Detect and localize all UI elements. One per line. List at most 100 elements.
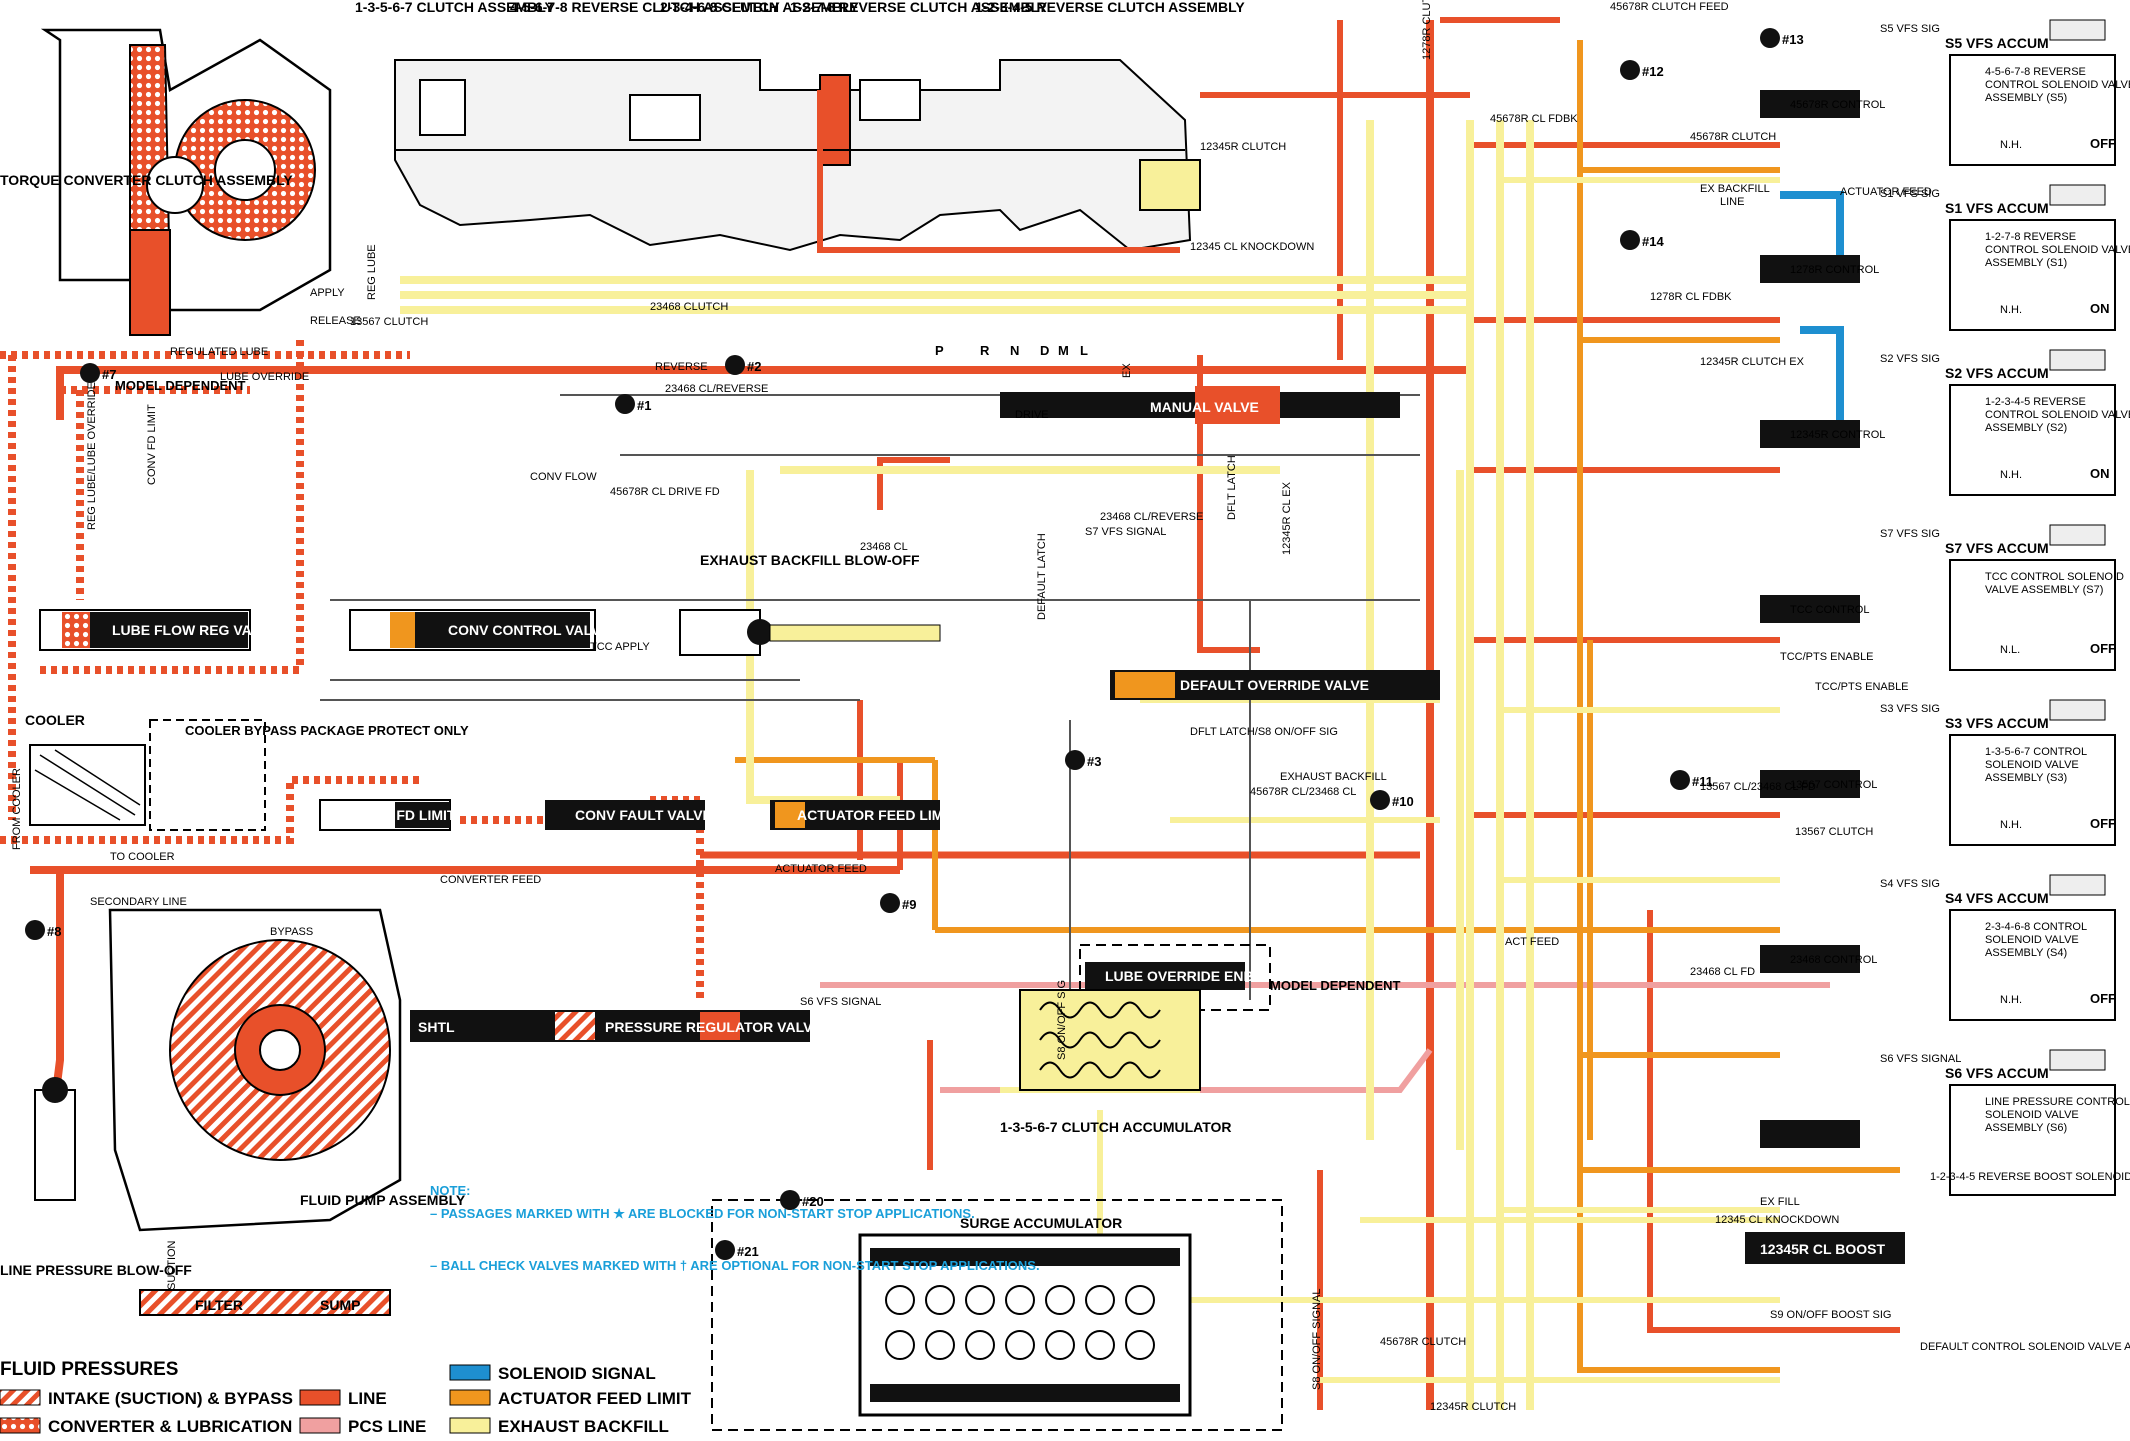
signal-label-4: S7 VFS SIG bbox=[1880, 528, 1940, 540]
passage-label-49: S8 ON/OFF SIG bbox=[1056, 980, 1068, 1060]
check-ball-13: #13 bbox=[1760, 28, 1804, 48]
exhaust-backfill-blowoff: EXHAUST BACKFILL BLOW-OFF bbox=[679, 552, 941, 656]
cooler: COOLER bbox=[25, 712, 146, 826]
accumulator-spring-2 bbox=[2049, 184, 2106, 206]
signal-label-2: S1 VFS SIG bbox=[1880, 188, 1940, 200]
svg-text:SUMP: SUMP bbox=[320, 1297, 360, 1313]
svg-text:P: P bbox=[935, 343, 944, 358]
solenoid-body-6 bbox=[1949, 909, 2116, 1021]
accumulator-spring-7 bbox=[2049, 1049, 2106, 1071]
passage-label-28: DFLT LATCH/S8 ON/OFF SIG bbox=[1190, 726, 1338, 738]
assembly-label-7-2: ASSEMBLY (S6) bbox=[1985, 1122, 2067, 1134]
passage-label-4: 45678R CL FDBK bbox=[1490, 113, 1578, 125]
svg-text:R: R bbox=[980, 343, 990, 358]
passage-label-25: TCC APPLY bbox=[590, 641, 650, 653]
passage-label-31: 13567 CL/23468 CL FD bbox=[1700, 781, 1816, 793]
passage-label-50: REG LUBE/LUBE OVERRIDE bbox=[86, 382, 98, 530]
boost-solenoid-label: 1-2-3-4-5 REVERSE BOOST SOLENOID (S9) bbox=[1930, 1171, 2130, 1183]
nh-label-4: N.L. bbox=[2000, 644, 2020, 656]
passage-label-48: S9 ON/OFF BOOST SIG bbox=[1770, 1309, 1891, 1321]
assembly-label-3-2: ASSEMBLY (S2) bbox=[1985, 422, 2067, 434]
reg-lube-passage: REG LUBE bbox=[366, 244, 378, 300]
legend: FLUID PRESSURES INTAKE (SUCTION) & BYPAS… bbox=[0, 1359, 692, 1436]
state-label-2: ON bbox=[2090, 301, 2110, 316]
accum-label-6: S4 VFS ACCUM bbox=[1945, 890, 2049, 906]
legend-item-pcs-line: PCS LINE bbox=[299, 1417, 426, 1436]
svg-text:MANUAL VALVE: MANUAL VALVE bbox=[1150, 399, 1259, 415]
passage-label-22: 23468 CL bbox=[860, 541, 908, 553]
passage-label-21: S7 VFS SIGNAL bbox=[1085, 526, 1166, 538]
state-label-1: OFF bbox=[2090, 136, 2116, 151]
note-title: NOTE: bbox=[430, 1183, 470, 1198]
passage-label-43: SUCTION bbox=[166, 1240, 178, 1290]
accum-label-3: S2 VFS ACCUM bbox=[1945, 365, 2049, 381]
solenoid-spool-6 bbox=[1760, 945, 1860, 973]
check-ball-14: #14 bbox=[1620, 230, 1664, 250]
clutch-labels: 1-3-5-6-7 CLUTCH ASSEMBLY 4-5-6-7-8 REVE… bbox=[355, 0, 1245, 15]
valve-actuator-feed-limit: ACTUATOR FEED LIMIT bbox=[770, 800, 956, 830]
check-ball-11: #11 bbox=[1670, 770, 1713, 790]
assembly-label-1-1: CONTROL SOLENOID VALVE bbox=[1985, 79, 2130, 91]
check-ball-12: #12 bbox=[1620, 60, 1664, 80]
svg-text:D: D bbox=[1040, 343, 1049, 358]
control-label-3: 12345R CONTROL bbox=[1790, 429, 1885, 441]
svg-text:EXHAUST BACKFILL: EXHAUST BACKFILL bbox=[498, 1417, 669, 1436]
state-label-6: OFF bbox=[2090, 991, 2116, 1006]
note-block: NOTE: – PASSAGES MARKED WITH ★ ARE BLOCK… bbox=[430, 1183, 1040, 1273]
svg-text:FLUID PUMP ASSEMBLY: FLUID PUMP ASSEMBLY bbox=[300, 1192, 466, 1208]
passage-lines bbox=[0, 17, 1900, 1410]
svg-text:#3: #3 bbox=[1087, 754, 1101, 769]
legend-item-actuator-feed: ACTUATOR FEED LIMIT bbox=[449, 1389, 692, 1408]
assembly-label-1-2: ASSEMBLY (S5) bbox=[1985, 92, 2067, 104]
check-ball-20: #20 bbox=[780, 1190, 824, 1210]
apply-passage: APPLY bbox=[310, 287, 345, 299]
svg-text:PRESSURE REGULATOR VALVE: PRESSURE REGULATOR VALVE bbox=[605, 1019, 822, 1035]
svg-text:LUBE FLOW REG VALVE: LUBE FLOW REG VALVE bbox=[112, 622, 278, 638]
check-ball-2: #2 bbox=[725, 355, 761, 375]
assembly-label-4-1: VALVE ASSEMBLY (S7) bbox=[1985, 584, 2103, 596]
svg-text:CONVERTER & LUBRICATION: CONVERTER & LUBRICATION bbox=[48, 1417, 292, 1436]
passage-label-6: EX BACKFILL bbox=[1700, 183, 1770, 195]
signal-label-5: S3 VFS SIG bbox=[1880, 703, 1940, 715]
passage-label-29: EXHAUST BACKFILL bbox=[1280, 771, 1387, 783]
svg-text:COOLER: COOLER bbox=[25, 712, 85, 728]
control-label-4: TCC CONTROL bbox=[1790, 604, 1869, 616]
assembly-label-2-0: 1-2-7-8 REVERSE bbox=[1985, 231, 2076, 243]
svg-text:#21: #21 bbox=[737, 1244, 759, 1259]
svg-text:LINE: LINE bbox=[348, 1389, 387, 1408]
passage-label-40: S6 VFS SIGNAL bbox=[800, 996, 881, 1008]
valve-12345r-cl-boost: 12345R CL BOOST bbox=[1745, 1232, 1905, 1264]
signal-label-3: S2 VFS SIG bbox=[1880, 353, 1940, 365]
svg-text:N: N bbox=[1010, 343, 1019, 358]
assembly-label-2-1: CONTROL SOLENOID VALVE bbox=[1985, 244, 2130, 256]
assembly-label-6-1: SOLENOID VALVE bbox=[1985, 934, 2079, 946]
clutch-label-45678r: 4-5-6-7-8 REVERSE CLUTCH ASSEMBLY bbox=[510, 0, 780, 15]
solenoid-spool-7 bbox=[1760, 1120, 1860, 1148]
solenoid-body-7 bbox=[1949, 1084, 2116, 1196]
check-balls: #1#2#3#7#8#9#10#11#12#13#14#20#21 bbox=[25, 28, 1804, 1260]
passage-label-10: 12345R CLUTCH EX bbox=[1700, 356, 1805, 368]
passage-label-14: REGULATED LUBE bbox=[170, 346, 268, 358]
signal-label-6: S4 VFS SIG bbox=[1880, 878, 1940, 890]
passage-label-52: DFLT LATCH bbox=[1226, 455, 1238, 520]
filter-sump: FILTER SUMP bbox=[139, 1289, 391, 1316]
solenoid-spool-3 bbox=[1760, 420, 1860, 448]
clutch-housing bbox=[394, 59, 1201, 252]
svg-text:#7: #7 bbox=[102, 367, 116, 382]
svg-text:ACTUATOR FEED LIMIT: ACTUATOR FEED LIMIT bbox=[498, 1389, 692, 1408]
passage-label-44: 45678R CLUTCH bbox=[1380, 1336, 1466, 1348]
svg-text:L: L bbox=[1080, 343, 1088, 358]
passage-label-5: 45678R CLUTCH bbox=[1690, 131, 1776, 143]
svg-text:CONV FD LIMIT: CONV FD LIMIT bbox=[352, 807, 456, 823]
svg-text:SHTL: SHTL bbox=[418, 1019, 455, 1035]
state-label-3: ON bbox=[2090, 466, 2110, 481]
assembly-label-2-2: ASSEMBLY (S1) bbox=[1985, 257, 2067, 269]
check-ball-10: #10 bbox=[1370, 790, 1414, 810]
svg-text:CONV FAULT VALVE: CONV FAULT VALVE bbox=[575, 807, 712, 823]
cooler-bypass-package: COOLER BYPASS PACKAGE PROTECT ONLY bbox=[149, 719, 469, 831]
